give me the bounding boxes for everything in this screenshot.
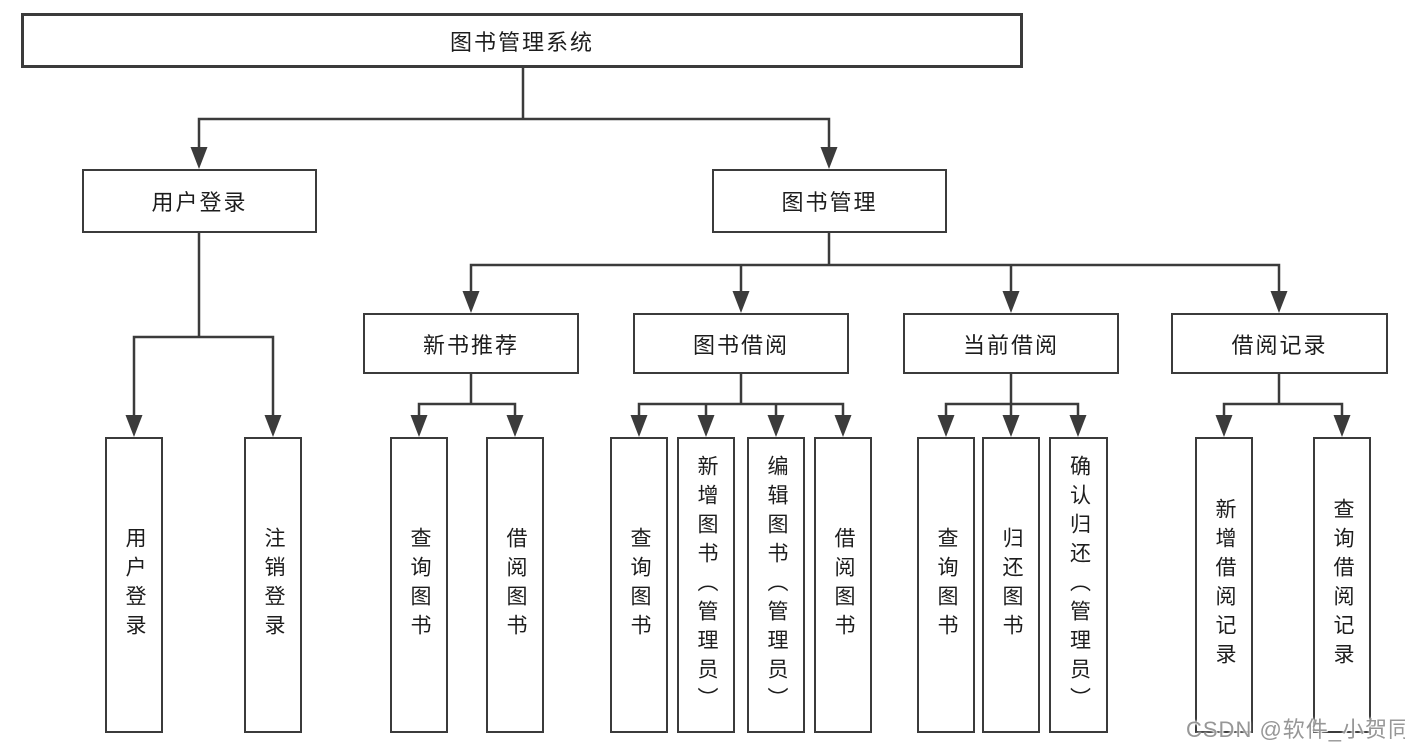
node-label: 查询借阅记录 [1331, 498, 1354, 672]
node-label: 借阅记录 [1231, 332, 1328, 358]
edge-borrowing-rail [637, 402, 845, 417]
arrowhead [125, 415, 143, 437]
node-new-book-recommendation: 新书推荐 [363, 313, 579, 374]
arrowhead [732, 291, 750, 313]
leaf-logout: 注销登录 [244, 437, 302, 733]
node-label: 图书管理系统 [449, 29, 594, 55]
node-label: 当前借阅 [962, 332, 1059, 358]
leaf-query-books-borrow: 查询图书 [610, 437, 668, 733]
node-label: 归还图书 [1000, 527, 1023, 643]
leaf-return-books: 归还图书 [982, 437, 1040, 733]
node-book-borrowing: 图书借阅 [633, 313, 849, 374]
node-label: 查询图书 [408, 527, 431, 643]
leaf-borrow-books: 借阅图书 [814, 437, 872, 733]
leaf-query-books-current: 查询图书 [917, 437, 975, 733]
node-label: 新增图书（管理员） [695, 454, 718, 716]
arrowhead [1002, 415, 1020, 437]
node-library-management-system: 图书管理系统 [21, 13, 1023, 68]
node-label: 图书管理 [781, 190, 878, 215]
arrowhead [1215, 415, 1233, 437]
node-current-borrowing: 当前借阅 [903, 313, 1119, 374]
leaf-user-login: 用户登录 [105, 437, 163, 733]
arrowhead [190, 147, 208, 169]
leaf-borrow-books-recommend: 借阅图书 [486, 437, 544, 733]
arrowhead [264, 415, 282, 437]
node-book-management: 图书管理 [712, 169, 947, 233]
arrowhead [462, 291, 480, 313]
arrowhead [937, 415, 955, 437]
arrowhead [767, 415, 785, 437]
arrowhead [834, 415, 852, 437]
node-label: 注销登录 [262, 527, 285, 643]
arrowhead [1333, 415, 1351, 437]
node-label: 查询图书 [628, 527, 651, 643]
arrowhead [1270, 291, 1288, 313]
edge-current-rail [944, 402, 1080, 417]
node-label: 新书推荐 [422, 332, 519, 358]
edge-bookmgmt-rail [469, 263, 1281, 293]
arrowhead [1069, 415, 1087, 437]
arrowhead [506, 415, 524, 437]
node-label: 新增借阅记录 [1213, 498, 1236, 672]
leaf-query-books-recommend: 查询图书 [390, 437, 448, 733]
leaf-add-books-admin: 新增图书（管理员） [677, 437, 735, 733]
node-label: 确认归还（管理员） [1067, 454, 1091, 716]
node-label: 用户登录 [151, 190, 248, 215]
node-label: 编辑图书（管理员） [765, 454, 788, 716]
node-borrowing-records: 借阅记录 [1171, 313, 1388, 374]
node-user-login-group: 用户登录 [82, 169, 317, 233]
leaf-edit-books-admin: 编辑图书（管理员） [747, 437, 805, 733]
arrowhead [1002, 291, 1020, 313]
leaf-add-borrow-record: 新增借阅记录 [1195, 437, 1253, 733]
edge-recommend-rail [417, 402, 517, 417]
node-label: 借阅图书 [832, 527, 855, 643]
csdn-watermark: CSDN @软件_小贺同学 [1186, 717, 1405, 742]
arrowhead [630, 415, 648, 437]
edge-userlogin-rail [132, 335, 275, 417]
edge-records-rail [1222, 402, 1344, 417]
arrowhead [410, 415, 428, 437]
node-label: 借阅图书 [504, 527, 527, 643]
arrowhead [820, 147, 838, 169]
leaf-confirm-return-admin: 确认归还（管理员） [1049, 437, 1108, 733]
node-label: 用户登录 [123, 527, 146, 643]
node-label: 查询图书 [935, 527, 958, 643]
node-label: 图书借阅 [692, 332, 789, 358]
leaf-query-borrow-record: 查询借阅记录 [1313, 437, 1371, 733]
edge-root-rail [197, 117, 831, 149]
arrowhead [697, 415, 715, 437]
